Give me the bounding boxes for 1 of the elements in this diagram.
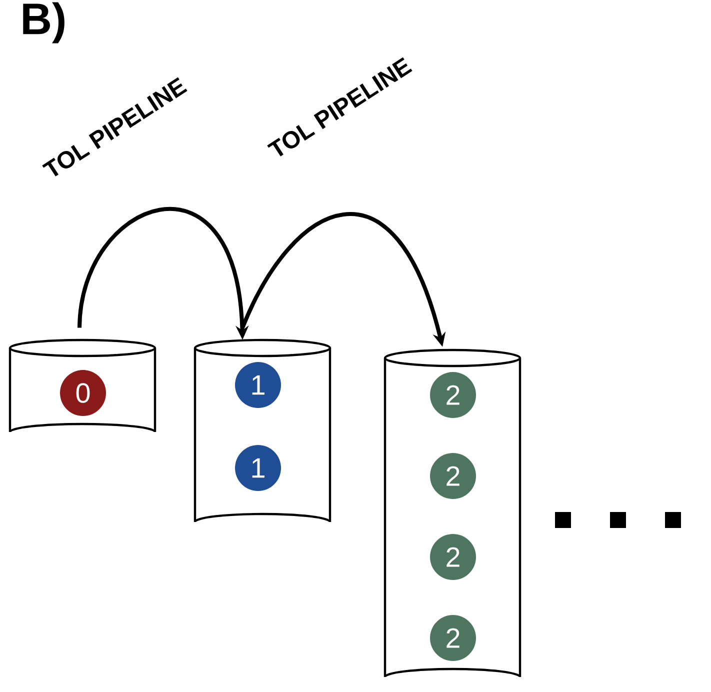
panel-label: B) <box>23 2 64 44</box>
